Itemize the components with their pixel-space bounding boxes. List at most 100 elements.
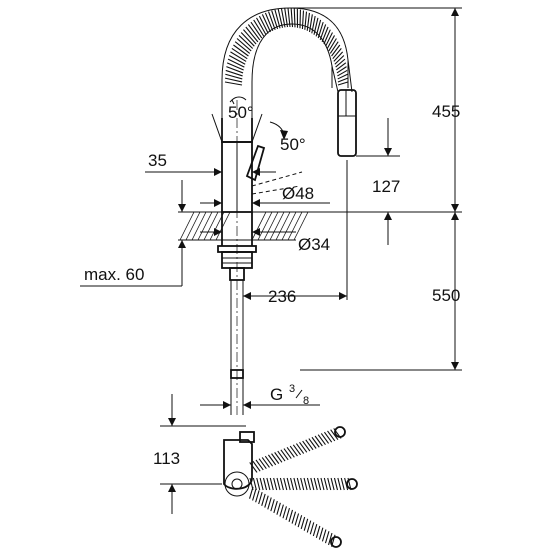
drawing-stroke [336,62,347,71]
drawing-stroke [317,477,322,491]
base-diameter-label: Ø34 [298,235,330,254]
drawing-stroke [286,477,291,491]
drawing-stroke [317,21,324,39]
drawing-stroke [294,513,300,526]
drawing-stroke [270,499,275,512]
drawing-stroke [292,444,302,456]
drawing-stroke [274,452,283,463]
drawing-stroke [255,490,260,503]
drawing-stroke [234,41,251,54]
drawing-stroke [249,462,258,473]
drawing-stroke [185,211,201,241]
drawing-stroke [313,477,318,491]
drawing-stroke [332,48,342,60]
drawing-stroke [333,51,344,62]
drawing-stroke [245,26,259,43]
drawing-stroke [301,10,305,30]
drawing-stroke [228,54,246,65]
drawing-stroke [263,211,279,241]
drawing-stroke [203,211,219,241]
thread-prefix: G [270,385,283,404]
drawing-stroke [293,211,309,241]
spring-spout [221,7,353,118]
thread-denominator: 8 [303,395,309,407]
drawing-stroke [280,449,289,461]
drawing-stroke [264,12,274,32]
drawing-stroke [276,477,281,491]
drawing-stroke [280,8,286,28]
drawing-stroke [333,477,339,491]
dim-spray-drop: 127 [356,118,400,245]
dim-spout-reach: 236 [243,160,348,306]
drawing-stroke [319,24,327,41]
drawing-stroke [251,211,267,241]
drawing-stroke [309,522,315,535]
plan-height-label: 113 [153,449,180,468]
drawing-stroke [268,11,276,31]
drawing-stroke [330,429,339,441]
drawing-stroke [315,19,322,37]
spray-drop-label: 127 [372,177,400,196]
drawing-stroke [327,477,332,491]
drawing-stroke [253,19,265,37]
drawing-stroke [215,211,231,241]
max-thickness-label: max. 60 [84,265,144,284]
drawing-stroke [238,35,254,49]
drawing-stroke [283,448,292,459]
drawing-stroke [291,511,297,524]
drawing-stroke [318,527,324,540]
dim-base-diameter: Ø34 [200,228,330,254]
drawing-stroke [317,434,326,446]
drawing-stroke [258,15,269,34]
drawing-stroke [320,433,330,444]
drawing-stroke [327,532,333,546]
spout-height-label: 455 [432,102,460,121]
total-height-label: 550 [432,286,460,305]
drawing-stroke [303,477,308,491]
drawing-stroke [335,58,346,68]
drawing-stroke [326,35,335,49]
drawing-stroke [337,77,348,83]
drawing-stroke [315,525,321,538]
drawing-stroke [261,14,271,33]
drawing-stroke [279,504,284,517]
drawing-stroke [311,436,320,448]
drawing-stroke [330,477,335,491]
drawing-stroke [274,9,281,29]
drawing-stroke [281,211,297,241]
dim-thread: G 3 8 [200,378,320,415]
drawing-stroke [297,515,303,528]
spout-reach-label: 236 [268,287,296,306]
drawing-stroke [321,529,327,542]
drawing-stroke [311,15,316,34]
drawing-stroke [264,455,274,467]
drawing-stroke [226,62,244,71]
drawing-stroke [337,477,342,491]
drawing-stroke [225,69,243,77]
drawing-stroke [331,44,341,57]
drawing-stroke [224,77,243,83]
drawing-stroke [283,477,288,491]
drawing-stroke [314,435,323,447]
drawing-stroke [337,73,348,80]
drawing-stroke [325,32,333,47]
drawing-stroke [269,211,285,241]
drawing-stroke [328,38,337,52]
body-diameter-label: Ø48 [282,184,314,203]
drawing-stroke [240,32,255,47]
drawing-stroke [273,500,278,514]
dim-heights: 455 550 [290,7,462,371]
countertop-section [178,211,462,246]
drawing-stroke [271,453,280,464]
drawing-stroke [224,81,243,86]
drawing-stroke [293,8,296,28]
drawing-stroke [258,458,267,469]
drawing-stroke [267,454,277,466]
lever-angle-label: 50° [280,135,306,154]
drawing-stroke [299,441,308,453]
drawing-stroke [257,211,273,241]
drawing-stroke [230,51,247,62]
drawing-stroke [252,460,261,472]
drawing-stroke [243,29,257,45]
